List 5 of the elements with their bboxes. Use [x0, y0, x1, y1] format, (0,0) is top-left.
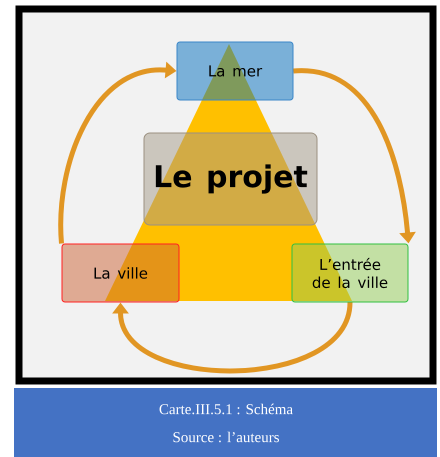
curved-arrow	[112, 302, 352, 374]
source-note: Source : l’auteurs	[173, 432, 279, 442]
rounded-box: L’entrée de la ville	[292, 244, 408, 302]
rounded-box: La ville	[62, 244, 180, 302]
caption: Carte.III.5.1 : Schéma	[160, 404, 293, 414]
